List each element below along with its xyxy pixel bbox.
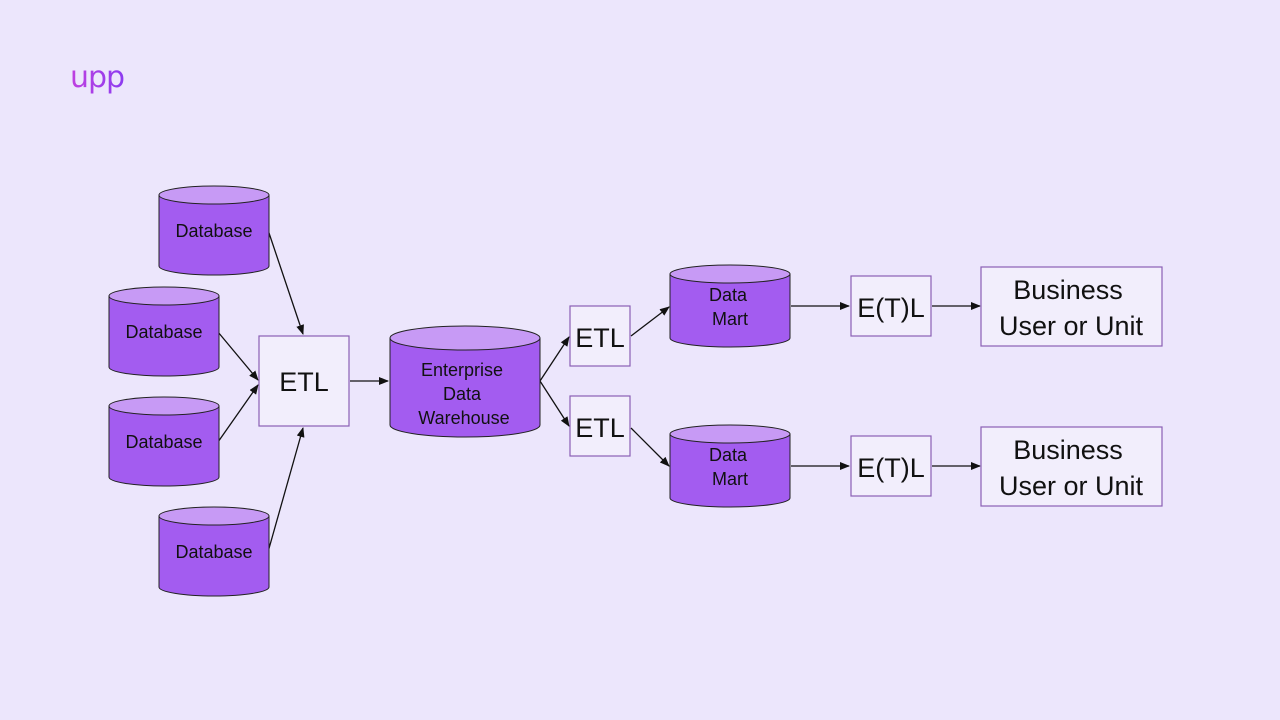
database-4-label: Database	[175, 542, 252, 562]
database-2-label: Database	[125, 322, 202, 342]
arrow-etl-top-to-mart	[630, 306, 670, 337]
etl2-top-box: E(T)L	[850, 275, 932, 337]
business-user-bottom-line2: User or Unit	[999, 471, 1144, 501]
business-user-top-box: Business User or Unit	[980, 266, 1163, 347]
edw-label-line1: Enterprise	[421, 360, 503, 380]
business-user-bottom-box: Business User or Unit	[980, 426, 1163, 507]
business-user-bottom-line1: Business	[1013, 435, 1123, 465]
database-2: Database	[108, 286, 220, 377]
edw-label-line2: Data	[443, 384, 482, 404]
etl2-top-label: E(T)L	[857, 293, 925, 323]
arrow-etl-bottom-to-mart	[630, 427, 670, 467]
database-3-label: Database	[125, 432, 202, 452]
etl2-bottom-label: E(T)L	[857, 453, 925, 483]
etl2-bottom-box: E(T)L	[850, 435, 932, 497]
connectors	[217, 229, 981, 553]
etl-bottom-box: ETL	[569, 395, 631, 457]
data-mart-bottom: Data Mart	[669, 424, 791, 508]
upp-logo: upp	[70, 60, 125, 95]
data-mart-top-line1: Data	[709, 285, 748, 305]
arrow-edw-to-etl-top	[539, 336, 570, 382]
etl-top-box: ETL	[569, 305, 631, 367]
etl-main-label: ETL	[279, 367, 329, 397]
database-1: Database	[158, 185, 270, 276]
etl-main-box: ETL	[258, 335, 350, 427]
arrow-db3-to-etl	[217, 384, 259, 443]
data-mart-top: Data Mart	[669, 264, 791, 348]
arrow-db4-to-etl	[267, 427, 305, 553]
arrow-edw-to-etl-bottom	[539, 380, 570, 427]
etl-bottom-label: ETL	[575, 413, 625, 443]
database-4: Database	[158, 506, 270, 597]
data-mart-bottom-line1: Data	[709, 445, 748, 465]
edw-label-line3: Warehouse	[418, 408, 509, 428]
etl-top-label: ETL	[575, 323, 625, 353]
database-3: Database	[108, 396, 220, 487]
arrow-db2-to-etl	[217, 331, 259, 381]
business-user-top-line2: User or Unit	[999, 311, 1144, 341]
database-1-label: Database	[175, 221, 252, 241]
arrow-db1-to-etl	[267, 229, 304, 335]
data-mart-bottom-line2: Mart	[712, 469, 748, 489]
enterprise-data-warehouse: Enterprise Data Warehouse	[389, 325, 541, 438]
data-mart-top-line2: Mart	[712, 309, 748, 329]
business-user-top-line1: Business	[1013, 275, 1123, 305]
